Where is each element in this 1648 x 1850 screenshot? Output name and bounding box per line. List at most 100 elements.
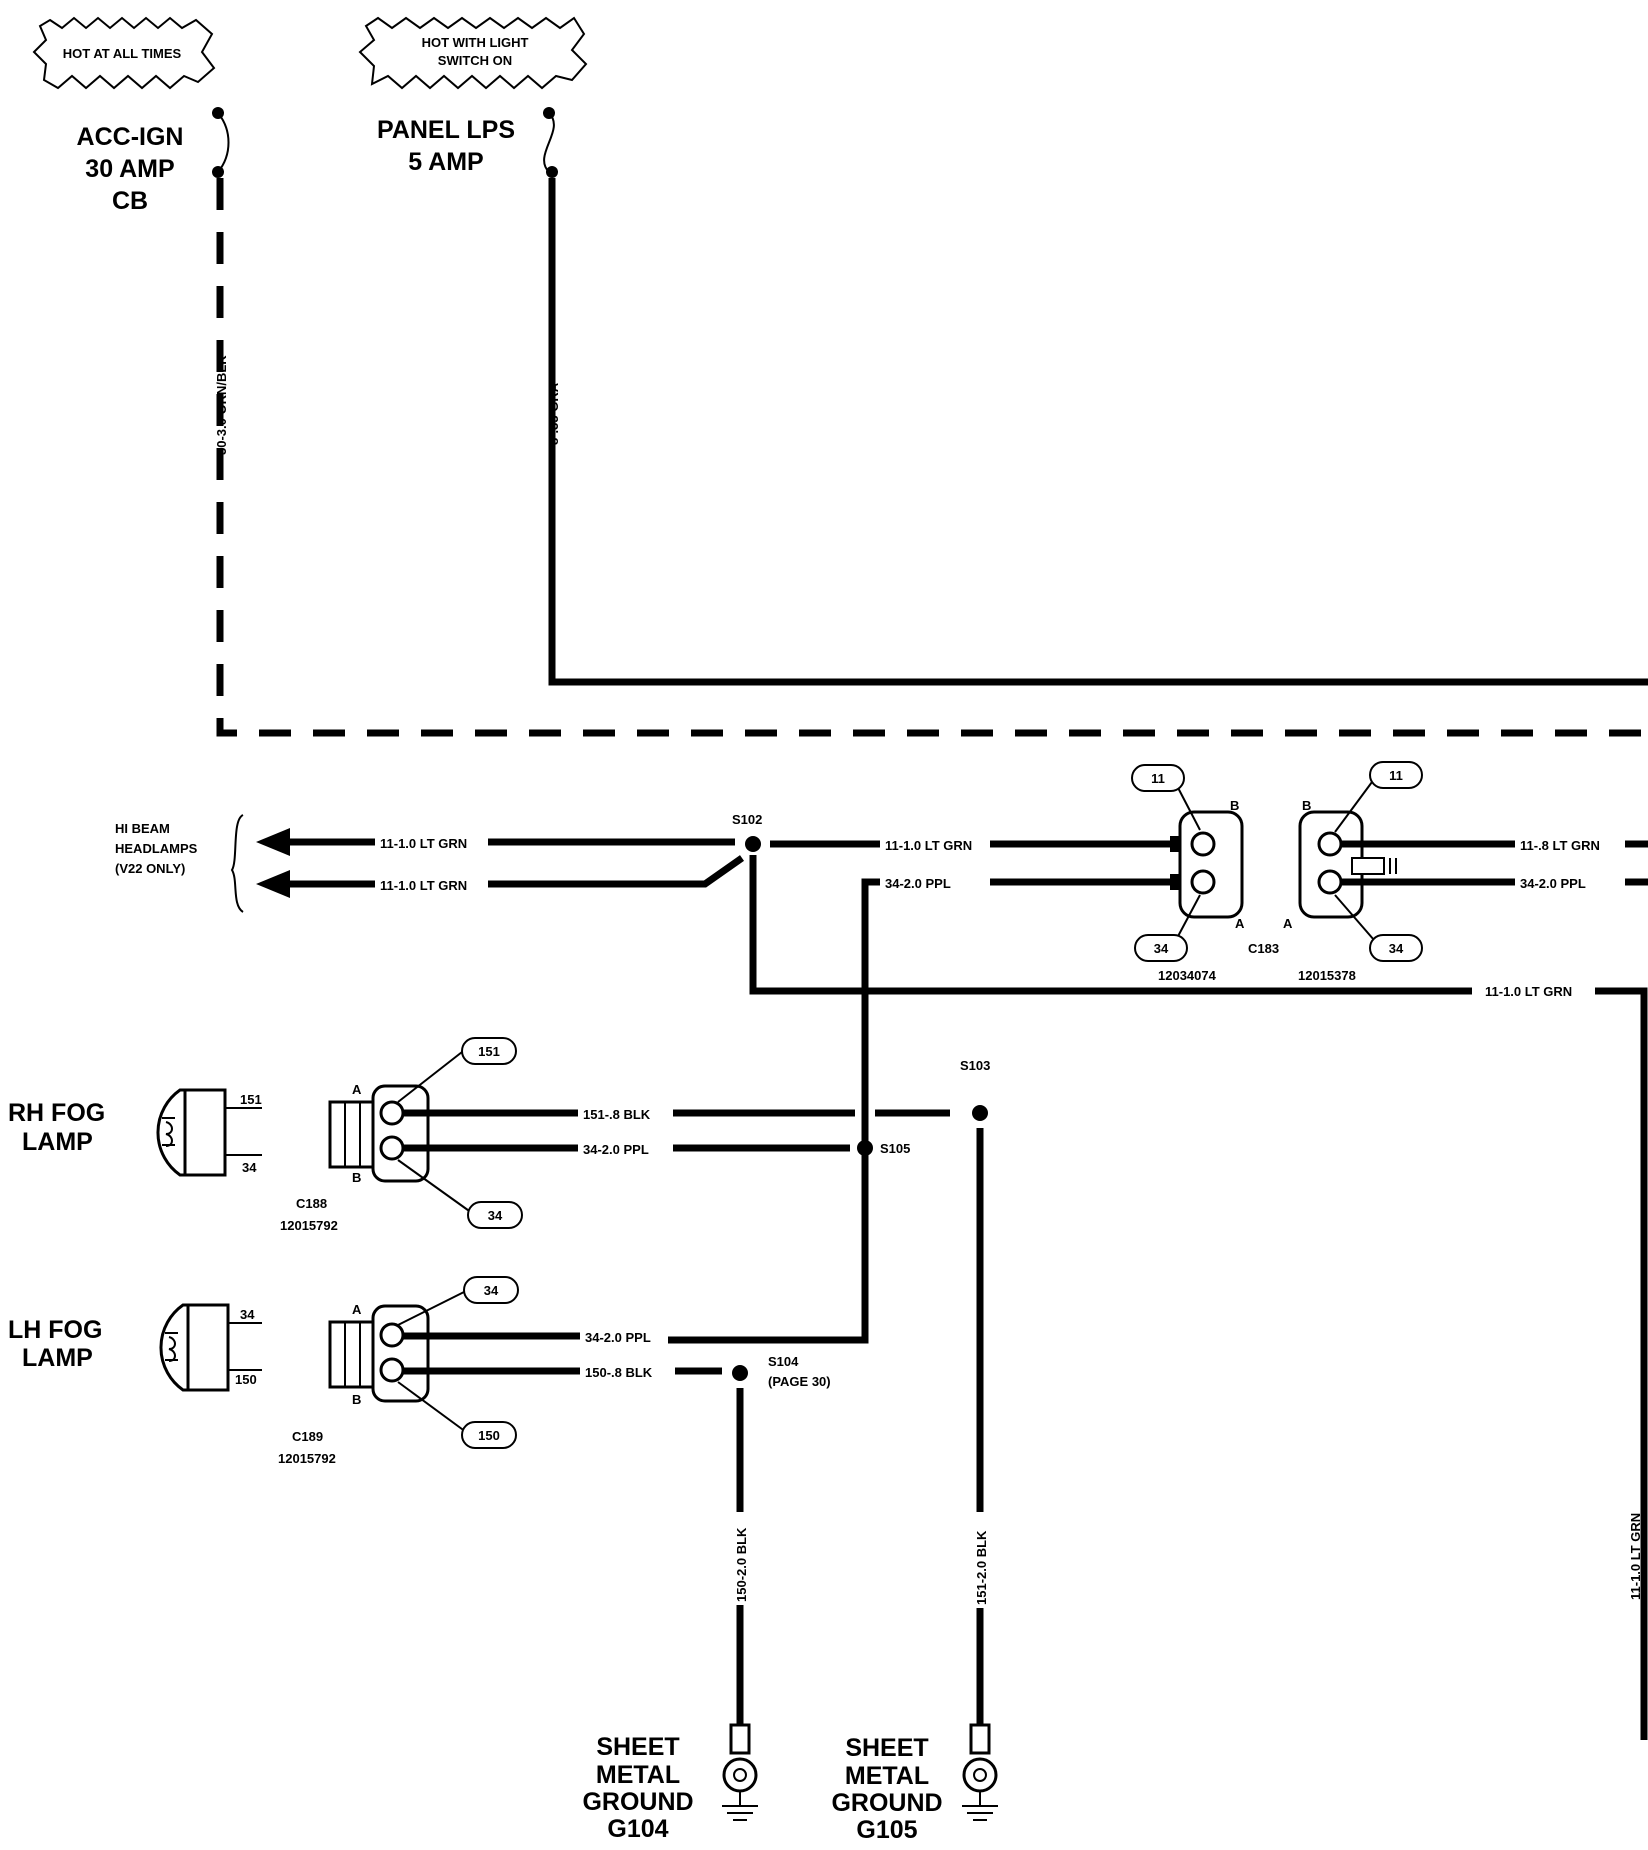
circuit-tag-151: 151 (397, 1037, 517, 1103)
ground-label-line4: G104 (607, 1815, 668, 1843)
hi-beam-headlamps-label: HI BEAM HEADLAMPS (V22 ONLY) (115, 814, 244, 913)
splice-s105 (857, 1140, 873, 1156)
pin-a-label: A (352, 1302, 362, 1317)
lamp-filament-icon (162, 1117, 175, 1147)
lamp-pin-top: 34 (240, 1307, 255, 1322)
wire-8-gra (548, 178, 1648, 686)
splice-label-s103: S103 (960, 1058, 990, 1073)
pin-b-label: B (1230, 798, 1239, 813)
hi-beam-line1: HI BEAM (115, 821, 170, 836)
fuse-label-line1: ACC-IGN (77, 123, 184, 151)
ground-label-line2: METAL (596, 1761, 680, 1789)
ground-symbol-icon (722, 1791, 758, 1821)
wire-label-50: 50-3.0 ORN/BLK' (214, 352, 229, 455)
splice-s104 (732, 1365, 748, 1381)
svg-text:11: 11 (1389, 768, 1403, 783)
circuit-tag-11: 11 (1131, 764, 1201, 831)
fuse-label-line1: PANEL LPS (377, 116, 515, 144)
lamp-filament-icon (165, 1332, 178, 1362)
wire-label-151-vert: 151-2.0 BLK (974, 1530, 989, 1605)
banner-text-line2: SWITCH ON (438, 53, 512, 68)
wire-label-11-vert: 11-1.0 LT GRN (1628, 1513, 1643, 1600)
lamp-pin-bottom: 150 (235, 1372, 257, 1387)
ground-g105: SHEET METAL GROUND G105 (831, 1723, 998, 1844)
connector-part-c183-left: 12034074 (1158, 968, 1217, 983)
ground-label-line1: SHEET (845, 1734, 928, 1762)
connector-label-c183: C183 (1248, 941, 1279, 956)
hot-with-light-banner: HOT WITH LIGHT SWITCH ON (358, 16, 588, 90)
lamp-label-line2: LAMP (22, 1344, 93, 1372)
circuit-tag-34: 34 (1134, 894, 1201, 962)
wire-hi-beam-2 (288, 855, 745, 888)
ground-label-line4: G105 (856, 1816, 917, 1844)
wire-label-8: 8-.35 GRA (546, 382, 561, 445)
splice-label-s102: S102 (732, 812, 762, 827)
connector-part-c188: 12015792 (280, 1218, 338, 1233)
fuse-element-icon (543, 112, 555, 173)
wire-label-11-bottom: 11-1.0 LT GRN (1485, 984, 1572, 999)
wire-label-34-rh: 34-2.0 PPL (583, 1142, 649, 1157)
wire-label-hb1: 11-1.0 LT GRN (380, 836, 467, 851)
connector-c183-left (1170, 810, 1244, 919)
wire-label-150-lh: 150-.8 BLK (585, 1365, 653, 1380)
wire-50-orn-blk (216, 178, 1648, 737)
banner-text-line1: HOT WITH LIGHT (422, 35, 529, 50)
circuit-tag-150: 150 (397, 1381, 517, 1449)
svg-text:150: 150 (478, 1428, 500, 1443)
fuse-label-line3: CB (112, 187, 148, 215)
wire-label-11-right: 11-.8 LT GRN (1520, 838, 1600, 853)
connector-c189 (328, 1304, 430, 1403)
wire-label-11-mid: 11-1.0 LT GRN (885, 838, 972, 853)
lamp-pin-bottom: 34 (242, 1160, 257, 1175)
svg-text:34: 34 (488, 1208, 503, 1223)
ground-label-line2: METAL (845, 1762, 929, 1790)
connector-part-c183-right: 12015378 (1298, 968, 1356, 983)
acc-ign-fuse: ACC-IGN 30 AMP CB (77, 107, 230, 215)
ground-label-line1: SHEET (596, 1733, 679, 1761)
wire-label-151-rh: 151-.8 BLK (583, 1107, 651, 1122)
connector-part-c189: 12015792 (278, 1451, 336, 1466)
lamp-label-line1: RH FOG (8, 1099, 105, 1127)
hi-beam-line2: HEADLAMPS (115, 841, 198, 856)
wire-34-ppl-trunk (668, 878, 1180, 1344)
pin-a-label: A (352, 1082, 362, 1097)
lamp-label-line2: LAMP (22, 1128, 93, 1156)
circuit-tag-11: 11 (1334, 761, 1423, 833)
bracket-icon (230, 814, 244, 913)
wire-label-34-lh: 34-2.0 PPL (585, 1330, 651, 1345)
panel-lps-fuse: PANEL LPS 5 AMP (377, 107, 558, 178)
lh-fog-lamp: LH FOG LAMP 34 150 (8, 1303, 262, 1392)
pin-a-label: A (1283, 916, 1293, 931)
connector-label-c189: C189 (292, 1429, 323, 1444)
rh-fog-lamp: RH FOG LAMP 151 34 (8, 1088, 262, 1177)
wire-label-34-ppl: 34-2.0 PPL (885, 876, 951, 891)
wire-11-bottom (749, 855, 1648, 1740)
wire-label-hb2: 11-1.0 LT GRN (380, 878, 467, 893)
arrow-left-icon (256, 828, 290, 856)
wire-label-34-right: 34-2.0 PPL (1520, 876, 1586, 891)
lamp-label-line1: LH FOG (8, 1316, 102, 1344)
pin-b-label: B (352, 1170, 361, 1185)
banner-text: HOT AT ALL TIMES (63, 46, 182, 61)
circuit-tag-34: 34 (397, 1276, 519, 1326)
hi-beam-line3: (V22 ONLY) (115, 861, 185, 876)
fuse-terminal-bottom (212, 166, 224, 178)
circuit-tag-34: 34 (1334, 894, 1423, 962)
wire-label-150-vert: 150-2.0 BLK (734, 1527, 749, 1602)
fuse-terminal-bottom (546, 166, 558, 178)
splice-label-s105: S105 (880, 1141, 910, 1156)
splice-s103 (972, 1105, 988, 1121)
fuse-label-line2: 30 AMP (85, 155, 174, 183)
splice-s102 (745, 836, 761, 852)
pin-b-label: B (1302, 798, 1311, 813)
svg-text:34: 34 (484, 1283, 499, 1298)
pin-b-label: B (352, 1392, 361, 1407)
arrow-left-icon (256, 870, 290, 898)
ground-label-line3: GROUND (582, 1788, 693, 1816)
connector-c183-right (1298, 810, 1397, 919)
lamp-pin-top: 151 (240, 1092, 262, 1107)
ground-label-line3: GROUND (831, 1789, 942, 1817)
connector-c188 (328, 1084, 430, 1183)
svg-text:151: 151 (478, 1044, 500, 1059)
svg-text:11: 11 (1151, 771, 1165, 786)
